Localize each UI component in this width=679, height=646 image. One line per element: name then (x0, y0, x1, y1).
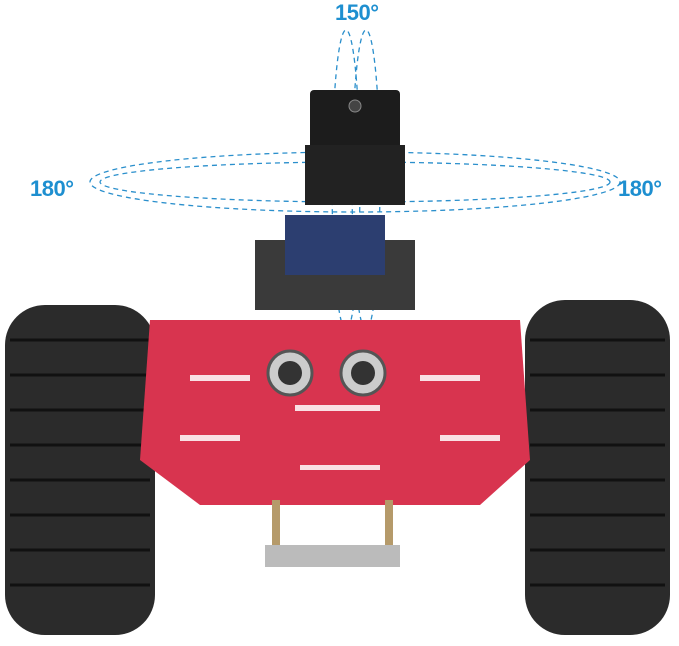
left-track (5, 305, 155, 635)
servo-mount (285, 215, 385, 275)
line-tracking-sensor (265, 500, 400, 567)
camera-module (310, 90, 400, 150)
tilt-angle-label: 150° (335, 0, 379, 25)
pan-angle-right-label: 180° (618, 176, 662, 201)
pan-angle-left-label: 180° (30, 176, 74, 201)
right-track (525, 300, 670, 635)
ultrasonic-sensor (266, 349, 387, 397)
esp32-board (305, 145, 405, 205)
chassis (140, 320, 530, 505)
camera-lens (348, 99, 362, 113)
